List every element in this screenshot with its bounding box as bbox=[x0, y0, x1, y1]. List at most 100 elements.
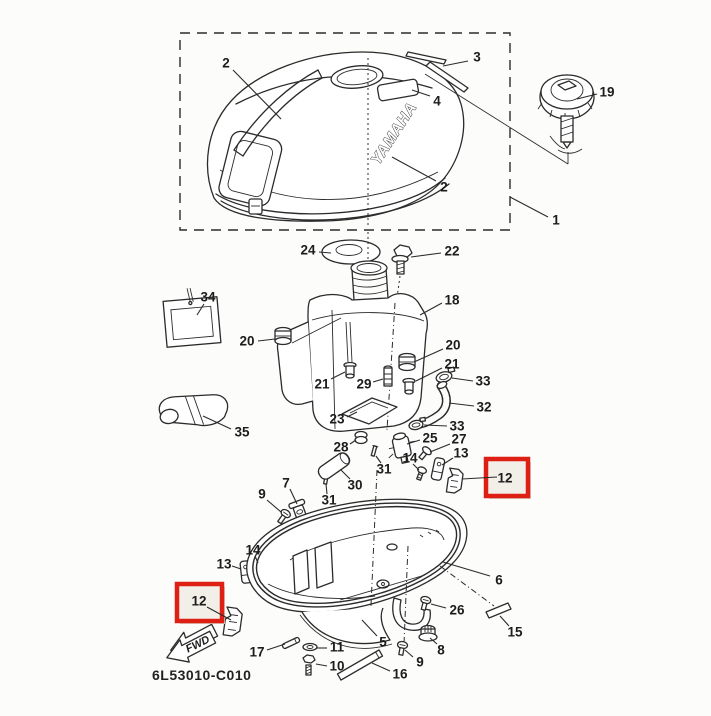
part-label-21[interactable]: 21 bbox=[444, 357, 460, 372]
part-label-13[interactable]: 13 bbox=[216, 557, 232, 572]
filler-gasket-drawing bbox=[321, 232, 381, 265]
part-label-18[interactable]: 18 bbox=[444, 293, 460, 308]
leader-line-2 bbox=[232, 69, 282, 120]
part-label-35[interactable]: 35 bbox=[234, 425, 250, 440]
part-label-26[interactable]: 26 bbox=[449, 603, 465, 618]
part-label-4[interactable]: 4 bbox=[433, 94, 441, 109]
part-label-10[interactable]: 10 bbox=[329, 659, 344, 674]
leader-line-20 bbox=[413, 348, 444, 363]
part-label-21[interactable]: 21 bbox=[314, 377, 330, 392]
fuel-tank-drawing bbox=[276, 260, 428, 432]
part-label-12[interactable]: 12 bbox=[191, 594, 206, 609]
part-label-6[interactable]: 6 bbox=[495, 573, 503, 588]
part-label-11[interactable]: 11 bbox=[330, 640, 345, 655]
part-label-13[interactable]: 13 bbox=[453, 446, 469, 461]
leader-line-34 bbox=[196, 303, 205, 316]
leader-line-5 bbox=[361, 619, 378, 637]
leader-line-20 bbox=[257, 338, 276, 342]
leader-line-35 bbox=[202, 415, 232, 430]
leader-line-18 bbox=[419, 302, 443, 316]
highlight-box[interactable] bbox=[174, 581, 225, 624]
leader-line-25 bbox=[406, 439, 421, 445]
part-label-15[interactable]: 15 bbox=[507, 625, 523, 640]
part-label-20[interactable]: 20 bbox=[445, 338, 460, 353]
part-label-20[interactable]: 20 bbox=[239, 334, 254, 349]
leader-line-17 bbox=[266, 643, 286, 651]
leader-line-3 bbox=[442, 60, 469, 67]
part-label-31[interactable]: 31 bbox=[376, 462, 392, 477]
part-label-34[interactable]: 34 bbox=[200, 290, 216, 305]
fwd-arrow: FWD bbox=[166, 623, 219, 663]
part-label-14[interactable]: 14 bbox=[245, 543, 261, 558]
leader-line-1 bbox=[509, 196, 549, 218]
leader-line-6 bbox=[442, 561, 491, 577]
part-label-3[interactable]: 3 bbox=[473, 50, 481, 65]
lower-parts-drawing bbox=[281, 595, 512, 681]
part-label-19[interactable]: 19 bbox=[599, 85, 614, 100]
fittings-drawing bbox=[158, 287, 464, 637]
part-label-28[interactable]: 28 bbox=[333, 440, 349, 455]
leader-line-10 bbox=[315, 663, 328, 667]
leader-line-22 bbox=[410, 252, 442, 258]
leader-line-14 bbox=[254, 555, 259, 564]
part-label-9[interactable]: 9 bbox=[258, 487, 266, 502]
part-label-29[interactable]: 29 bbox=[356, 377, 371, 392]
leader-line-19 bbox=[576, 93, 598, 100]
part-label-14[interactable]: 14 bbox=[402, 451, 418, 466]
leader-line-24 bbox=[318, 251, 332, 254]
leader-line-4 bbox=[411, 89, 431, 97]
top-cowling-drawing: YAMAHA bbox=[206, 51, 469, 228]
part-label-5[interactable]: 5 bbox=[379, 635, 387, 650]
fuel-cap-knob-drawing bbox=[424, 73, 595, 165]
leader-line-15 bbox=[499, 615, 510, 627]
leader-line-23 bbox=[346, 411, 358, 418]
part-label-31[interactable]: 31 bbox=[321, 493, 337, 508]
part-label-32[interactable]: 32 bbox=[476, 400, 491, 415]
leader-line-28 bbox=[349, 439, 357, 445]
leader-line-32 bbox=[448, 402, 475, 407]
assembly-box bbox=[179, 32, 511, 231]
part-label-30[interactable]: 30 bbox=[347, 478, 362, 493]
bottom-cowling-drawing bbox=[246, 469, 495, 649]
leader-line-33 bbox=[451, 377, 474, 382]
leader-line-27 bbox=[429, 443, 451, 453]
leader-line-26 bbox=[430, 603, 447, 609]
part-label-2[interactable]: 2 bbox=[440, 180, 448, 195]
part-label-22[interactable]: 22 bbox=[444, 244, 459, 259]
part-label-9[interactable]: 9 bbox=[416, 655, 424, 670]
leader-line-2 bbox=[391, 156, 437, 182]
leader-line-29 bbox=[372, 378, 384, 383]
leader-line-12 bbox=[206, 606, 232, 621]
leader-line-31 bbox=[325, 483, 328, 495]
leader-line-9 bbox=[266, 499, 282, 513]
part-label-27[interactable]: 27 bbox=[451, 432, 466, 447]
leader-line-12 bbox=[461, 476, 498, 480]
part-label-12[interactable]: 12 bbox=[497, 471, 512, 486]
part-label-23[interactable]: 23 bbox=[329, 412, 345, 427]
part-label-17[interactable]: 17 bbox=[249, 645, 264, 660]
leader-line-13 bbox=[441, 457, 454, 466]
diagram-code: 6L53010-C010 bbox=[152, 667, 251, 683]
leader-line-14 bbox=[412, 463, 420, 471]
leader-line-33 bbox=[423, 424, 448, 427]
leader-line-21 bbox=[415, 367, 443, 382]
part-label-25[interactable]: 25 bbox=[422, 431, 438, 446]
part-label-33[interactable]: 33 bbox=[449, 419, 465, 434]
part-label-1[interactable]: 1 bbox=[552, 213, 560, 228]
part-label-24[interactable]: 24 bbox=[300, 243, 316, 258]
part-label-8[interactable]: 8 bbox=[437, 643, 445, 658]
bolt-22-drawing bbox=[391, 244, 413, 299]
part-label-16[interactable]: 16 bbox=[392, 667, 408, 682]
part-label-33[interactable]: 33 bbox=[475, 374, 491, 389]
leader-line-30 bbox=[340, 469, 351, 480]
leader-line-7 bbox=[289, 488, 298, 505]
leader-line-13 bbox=[231, 565, 242, 570]
leader-line-16 bbox=[371, 662, 391, 672]
part-label-2[interactable]: 2 bbox=[222, 56, 230, 71]
part-label-7[interactable]: 7 bbox=[282, 476, 290, 491]
leader-line-31 bbox=[375, 455, 382, 464]
leader-line-21 bbox=[330, 371, 346, 380]
leader-line-9 bbox=[404, 649, 414, 658]
